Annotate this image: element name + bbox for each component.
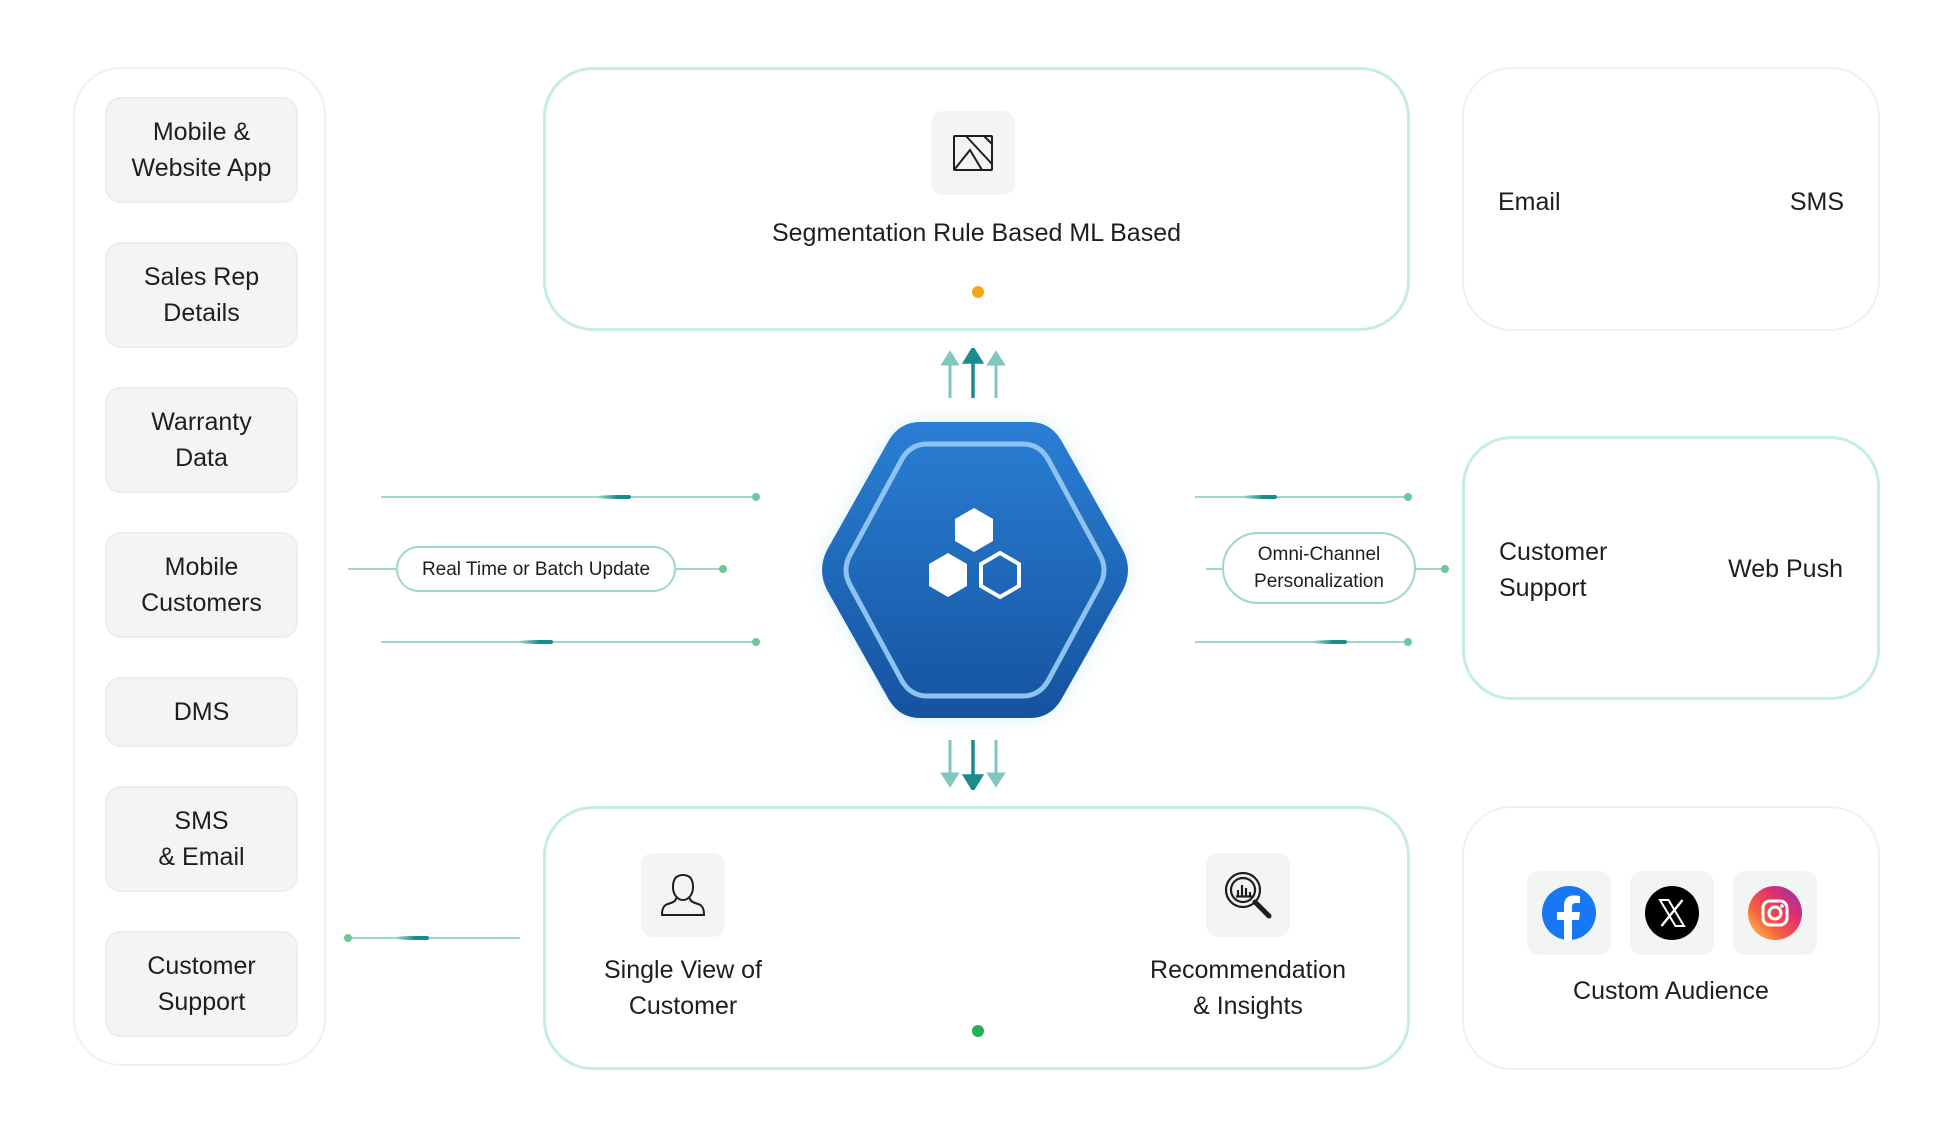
connector-dot xyxy=(1404,638,1412,646)
recommendation-insights-label: Recommendation & Insights xyxy=(1150,956,1346,1020)
source-warranty-data: Warranty Data xyxy=(105,387,298,493)
source-dms: DMS xyxy=(105,677,298,747)
arrows-up-icon xyxy=(940,348,1006,398)
data-sources-panel: Mobile & Website App Sales Rep Details W… xyxy=(73,67,326,1066)
source-sales-rep-details: Sales Rep Details xyxy=(105,242,298,348)
channel-email: Email xyxy=(1498,188,1561,216)
connector-line-left-top xyxy=(381,493,760,501)
source-customer-support: Customer Support xyxy=(105,931,298,1037)
flow-pulse xyxy=(1243,495,1277,499)
analytics-magnifier-icon xyxy=(1206,853,1290,937)
connector-dot xyxy=(344,934,352,942)
connector-dot xyxy=(752,493,760,501)
user-icon xyxy=(641,853,725,937)
real-time-batch-update-label: Real Time or Batch Update xyxy=(396,546,676,592)
channel-web-push: Web Push xyxy=(1728,555,1843,583)
channel-customer-support: Customer Support xyxy=(1499,538,1608,602)
data-hub-hexagon xyxy=(822,422,1128,718)
channels-email-sms-panel: Email SMS xyxy=(1462,67,1880,331)
connector-line-left-bottom xyxy=(381,638,760,646)
channel-sms: SMS xyxy=(1789,188,1844,216)
custom-audience-panel: Custom Audience xyxy=(1462,806,1880,1070)
connector-dot xyxy=(752,638,760,646)
x-icon xyxy=(1630,871,1714,955)
segmentation-panel: Segmentation Rule Based ML Based xyxy=(543,67,1410,331)
connector-dot xyxy=(719,565,727,573)
insights-panel: Single View of Customer Recommendation &… xyxy=(543,806,1410,1070)
status-indicator xyxy=(972,286,984,298)
arrows-down-icon xyxy=(940,740,1006,790)
connector-line-right-bottom xyxy=(1195,638,1412,646)
status-indicator xyxy=(972,1025,984,1037)
flow-pulse xyxy=(1313,640,1347,644)
hexagon-cluster-icon xyxy=(929,508,1021,600)
facebook-icon xyxy=(1527,871,1611,955)
connector-line-right-top xyxy=(1195,493,1412,501)
flow-pulse xyxy=(519,640,553,644)
channels-support-push-panel: Customer Support Web Push xyxy=(1462,436,1880,700)
source-sms-email: SMS & Email xyxy=(105,786,298,892)
source-mobile-customers: Mobile Customers xyxy=(105,532,298,638)
source-mobile-website-app: Mobile & Website App xyxy=(105,97,298,203)
image-frame-icon xyxy=(931,111,1015,195)
flow-pulse xyxy=(597,495,631,499)
connector-dot xyxy=(1404,493,1412,501)
connector-dot xyxy=(1441,565,1449,573)
connector-line-support xyxy=(344,934,520,942)
instagram-icon xyxy=(1733,871,1817,955)
single-view-label: Single View of Customer xyxy=(604,956,762,1020)
omni-channel-personalization-label: Omni-Channel Personalization xyxy=(1222,532,1416,604)
flow-pulse xyxy=(395,936,429,940)
custom-audience-label: Custom Audience xyxy=(1573,977,1769,1005)
segmentation-title: Segmentation Rule Based ML Based xyxy=(771,219,1182,247)
